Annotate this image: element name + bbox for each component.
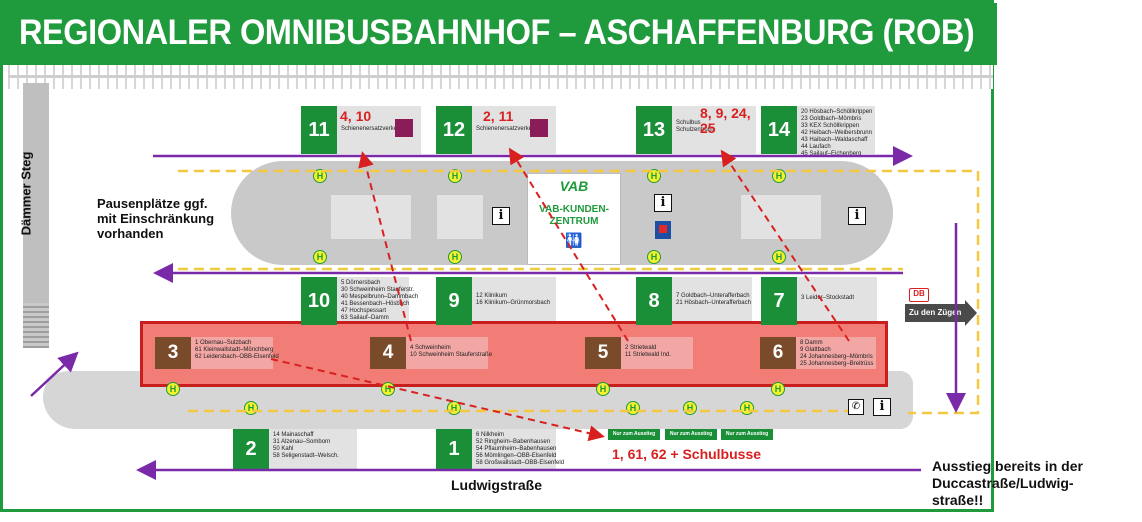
- tram-icon: [530, 119, 548, 137]
- bay-8-routes: 7 Goldbach–Unterafferbach 21 Hösbach–Unt…: [672, 277, 752, 321]
- bus-stop-icon: H: [166, 382, 180, 396]
- bus-stop-icon: H: [313, 169, 327, 183]
- info-icon: i: [873, 398, 891, 416]
- bay-9: 9: [436, 277, 472, 325]
- db-logo: DB: [909, 288, 929, 302]
- bay-3: 3: [155, 337, 191, 369]
- vab-center-line1: VAB-KUNDEN-: [539, 204, 609, 215]
- bay-5-routes: 2 Strietwald 11 Strietwald Ind.: [621, 337, 693, 369]
- reroute-arrow: [358, 151, 412, 342]
- info-icon: i: [848, 207, 866, 225]
- reroute-arrow: [720, 149, 850, 342]
- exit-note-line: Ausstieg bereits in der: [932, 458, 1083, 474]
- bay-13: 13: [636, 106, 672, 154]
- schulbusse-label: 1, 61, 62 + Schulbusse: [612, 446, 762, 462]
- footbridge-stairs: [23, 303, 49, 348]
- vab-customer-center: VAB VAB-KUNDEN- ZENTRUM 🚻: [527, 173, 621, 265]
- bay-13-routes: Schulbus Schulzentrum: [672, 106, 756, 154]
- title-bar: REGIONALER OMNIBUSBAHNHOF – ASCHAFFENBUR…: [3, 3, 997, 65]
- break-area-note-line: mit Einschränkung: [97, 211, 215, 226]
- exit-note-line: straße!!: [932, 492, 984, 508]
- exit-only-tag: Nur zum Ausstieg: [665, 429, 717, 440]
- bus-stop-icon: H: [381, 382, 395, 396]
- bay-7: 7: [761, 277, 797, 325]
- bay-12-lines: 2, 11: [483, 108, 514, 124]
- phone-icon: ✆: [848, 399, 864, 415]
- restroom-icon: 🚻: [565, 232, 583, 248]
- street-label: Ludwigstraße: [451, 477, 543, 493]
- bay-4-routes: 4 Schweinheim 10 Schweinheim Stauferstra…: [406, 337, 492, 369]
- bay-7-routes: 3 Leider–Stockstadt: [797, 277, 877, 321]
- vab-center-line2: ZENTRUM: [549, 216, 599, 227]
- bay-2-routes: 14 Mainaschaff 31 Alzenau–Somborn 50 Kah…: [269, 429, 357, 469]
- bay-10: 10: [301, 277, 337, 325]
- break-area-note-line: vorhanden: [97, 226, 164, 241]
- bay-1-routes: 6 Nilkheim 52 Ringheim–Babenhausen 54 Pf…: [472, 429, 564, 469]
- page-title: REGIONALER OMNIBUSBAHNHOF – ASCHAFFENBUR…: [19, 13, 975, 52]
- bay-3-routes: 1 Obernau–Sulzbach 61 Kleinwallstadt–Mön…: [191, 337, 279, 369]
- info-icon: i: [492, 207, 510, 225]
- bus-stop-icon: H: [647, 250, 661, 264]
- atm-icon: [655, 221, 671, 239]
- bay-2: 2: [233, 429, 269, 469]
- bay-11-lines: 4, 10: [340, 108, 372, 124]
- bay-6: 6: [760, 337, 796, 369]
- bus-stop-icon: H: [448, 250, 462, 264]
- bus-stop-icon: H: [771, 382, 785, 396]
- lane-marking: [178, 169, 980, 415]
- railway-tracks: [8, 65, 993, 89]
- route-overlay: [30, 146, 980, 480]
- vab-logo: VAB: [559, 178, 589, 194]
- to-trains-arrow-icon: [965, 300, 977, 326]
- island-shelter: [741, 195, 821, 239]
- bay-14: 14: [761, 106, 797, 154]
- bay-1: 1: [436, 429, 472, 469]
- map-frame: REGIONALER OMNIBUSBAHNHOF – ASCHAFFENBUR…: [0, 0, 997, 512]
- exit-only-tag: Nur zum Ausstieg: [608, 429, 660, 440]
- bay-12: 12: [436, 106, 472, 154]
- island-shelter: [331, 195, 411, 239]
- bay-11: 11: [301, 106, 337, 154]
- bay-10-routes: 5 Dörnersbach 30 Schweinheim Stauferstr.…: [337, 277, 418, 321]
- reroute-arrow: [270, 358, 605, 442]
- bay-9-routes: 12 Klinikum 16 Klinikum–Grünmorsbach: [472, 277, 556, 321]
- to-trains-sign: Zu den Zügen: [905, 304, 965, 322]
- bus-stop-icon: H: [596, 382, 610, 396]
- exit-note: Ausstieg bereits in der Duccastraße/Ludw…: [932, 458, 1083, 509]
- reroute-arrow: [508, 147, 629, 342]
- bus-stop-icon: H: [313, 250, 327, 264]
- tram-icon: [395, 119, 413, 137]
- bus-stop-icon: H: [772, 250, 786, 264]
- bay-6-routes: 8 Damm 9 Glattbach 24 Johannesberg–Mömbr…: [796, 337, 876, 369]
- bus-stop-icon: H: [772, 169, 786, 183]
- vab-center-label: VAB-KUNDEN- ZENTRUM: [528, 204, 620, 228]
- break-area-note: Pausenplätze ggf. mit Einschränkung vorh…: [97, 196, 214, 241]
- info-icon: i: [654, 194, 672, 212]
- traffic-direction-arrow: [30, 351, 79, 397]
- bay-8: 8: [636, 277, 672, 325]
- bay-14-routes: 20 Hösbach–Schöllkrippen 23 Goldbach–Möm…: [797, 106, 875, 157]
- bay-4: 4: [370, 337, 406, 369]
- bay-13-lines: 8, 9, 24, 25: [700, 105, 751, 136]
- exit-only-tag: Nur zum Ausstieg: [721, 429, 773, 440]
- bay-5: 5: [585, 337, 621, 369]
- break-area-note-line: Pausenplätze ggf.: [97, 196, 208, 211]
- bus-stop-icon: H: [647, 169, 661, 183]
- exit-note-line: Duccastraße/Ludwig-: [932, 475, 1074, 491]
- bus-stop-icon: H: [448, 169, 462, 183]
- island-shelter: [437, 195, 483, 239]
